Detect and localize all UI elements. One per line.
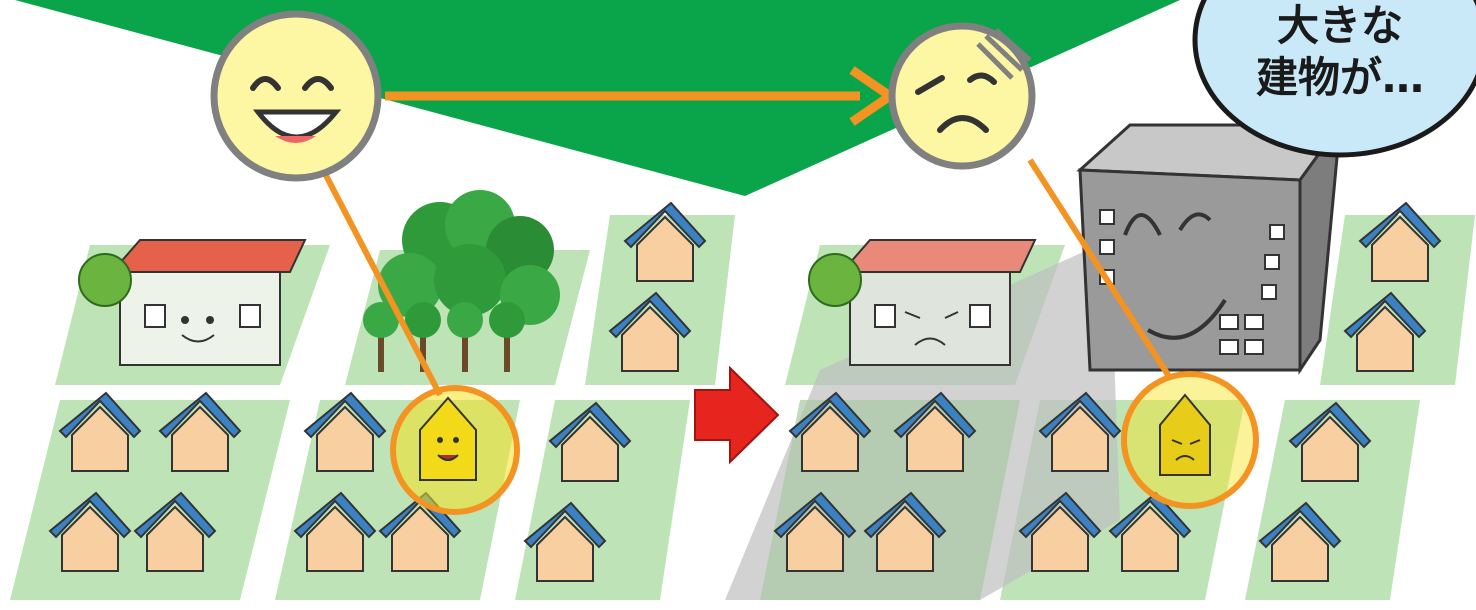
happy-face-icon	[214, 14, 378, 178]
right-neighborhood	[725, 125, 1475, 600]
tall-gray-building	[1080, 125, 1340, 370]
troubled-face-icon	[892, 26, 1032, 166]
left-neighborhood	[10, 190, 735, 600]
speech-bubble-line-2: 建物が…	[1205, 52, 1475, 104]
speech-bubble-line-1: 大きな	[1205, 0, 1475, 52]
speech-bubble-text: 大きな 建物が…	[1205, 0, 1475, 104]
